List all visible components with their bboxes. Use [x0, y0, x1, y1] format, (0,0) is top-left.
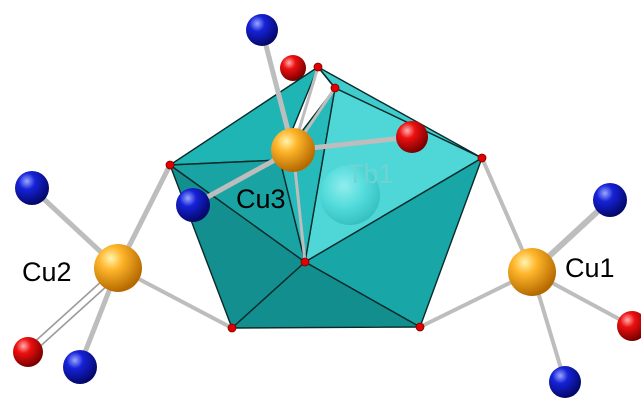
- vertex-bottom-right: [415, 322, 425, 332]
- copper-atom-cu3: [271, 128, 315, 172]
- terbium-atom: [320, 165, 380, 225]
- copper-atom-cu2: [94, 244, 142, 292]
- vertex-right: [477, 153, 487, 163]
- vertex-top-right: [330, 83, 340, 93]
- back-atoms: [280, 55, 306, 81]
- vertex-center: [300, 257, 310, 267]
- vertex-top: [313, 62, 323, 72]
- poly-face-front-top: [279, 87, 336, 263]
- cu1-label: Cu1: [565, 253, 615, 283]
- oxygen-atom-top-back: [280, 55, 306, 81]
- nitrogen-atom-cu3-left: [176, 188, 210, 222]
- oxygen-atom-cu3: [396, 121, 428, 153]
- oxygen-atom-cu2: [13, 337, 43, 367]
- front-atoms: [13, 14, 641, 398]
- tb1-label: Tb1: [347, 159, 394, 189]
- nitrogen-atom-cu1-bottom: [549, 366, 581, 398]
- vertex-left: [165, 160, 175, 170]
- poly-edge-top: [317, 66, 336, 89]
- cu3-label: Cu3: [236, 184, 286, 214]
- cu2-label: Cu2: [22, 257, 72, 287]
- oxygen-atom-cu1: [617, 311, 641, 341]
- vertex-bottom-left: [227, 323, 237, 333]
- nitrogen-atom-top: [246, 14, 278, 46]
- nitrogen-atom-cu2-top: [15, 171, 49, 205]
- nitrogen-atom-cu2-bottom: [63, 350, 97, 384]
- copper-atom-cu1: [508, 248, 556, 296]
- nitrogen-atom-cu1-top: [593, 183, 627, 217]
- polyhedron-vertices: [165, 62, 487, 333]
